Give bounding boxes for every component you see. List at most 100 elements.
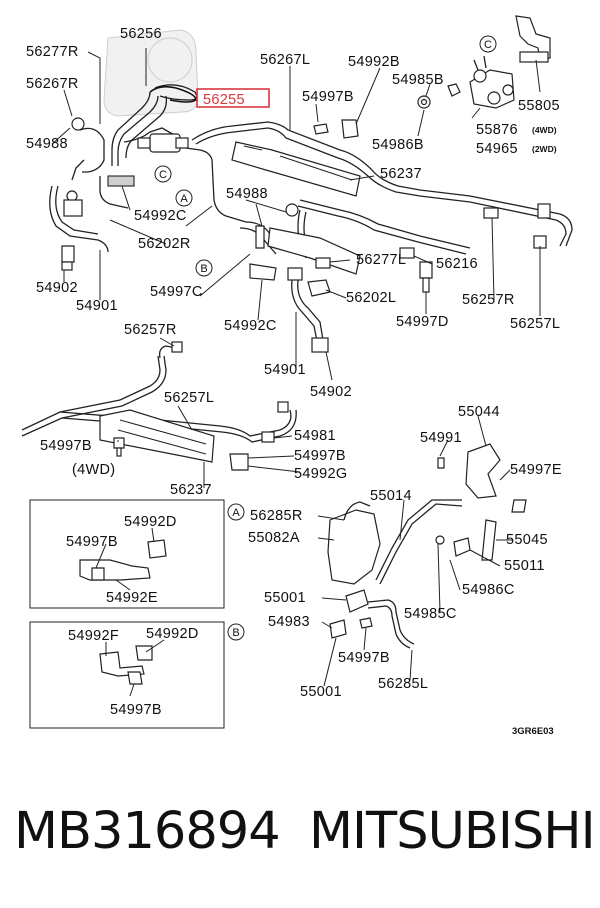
svg-text:B: B <box>232 627 239 639</box>
detail-a-bolt <box>91 567 105 581</box>
label-54997B-bottom: 54997B <box>338 650 390 666</box>
front-right-hose-fitting <box>311 337 329 353</box>
front-left-hose-fitting <box>61 245 75 263</box>
label-56257R-rear: 56257R <box>124 322 177 338</box>
clip-54991 <box>437 457 445 469</box>
clip-54981 <box>261 431 275 443</box>
label-56202R: 56202R <box>138 236 191 252</box>
label-detail-a-54992E: 54992E <box>106 590 158 606</box>
label-55014: 55014 <box>370 488 412 504</box>
label-54991: 54991 <box>420 430 462 446</box>
label-54902-top: 54902 <box>36 280 78 296</box>
bolt-54997D-shank <box>422 277 430 293</box>
label-55805: 55805 <box>518 98 560 114</box>
label-55082A: 55082A <box>248 530 300 546</box>
label-56237-rear: 56237 <box>170 482 212 498</box>
label-54985C: 54985C <box>404 606 457 622</box>
label-detail-a-54997B: 54997B <box>66 534 118 550</box>
frame-rail-56237-top <box>231 141 361 197</box>
label-55001-top: 55001 <box>264 590 306 606</box>
bolt-54997B-top <box>313 123 329 135</box>
valve-55001-a <box>345 589 369 613</box>
svg-text:A: A <box>232 507 240 519</box>
master-cylinder-reservoir <box>147 37 193 83</box>
front-left-hose-end <box>61 261 73 271</box>
bracket-55044 <box>465 443 501 499</box>
label-54997C: 54997C <box>150 284 203 300</box>
bolt-54997C <box>255 225 265 249</box>
label-56285R: 56285R <box>250 508 303 524</box>
rear-brake-pipes <box>21 345 297 443</box>
link-55011 <box>453 537 471 557</box>
valve-55001-b <box>329 619 347 639</box>
label-54901-top: 54901 <box>76 298 118 314</box>
label-54985B: 54985B <box>392 72 444 88</box>
detail-box-a <box>29 499 225 609</box>
bracket-right <box>537 203 551 219</box>
callout-a-top: A <box>175 189 193 207</box>
label-54986B: 54986B <box>372 137 424 153</box>
label-55876: 55876 <box>476 122 518 138</box>
label-54997B-top: 54997B <box>302 89 354 105</box>
part-labels: 56256 56277R 56267R 56255 56267L 54992B … <box>26 26 562 737</box>
clamp-54992G <box>229 453 249 471</box>
parts-diagram: C C A B A B 56256 56277R 56267R 56255 56… <box>21 15 573 737</box>
label-56202L: 56202L <box>346 290 396 306</box>
label-reference-code: 3GR6E03 <box>512 726 554 737</box>
label-54992B: 54992B <box>348 54 400 70</box>
clip-54992B <box>341 119 359 139</box>
svg-text:B: B <box>200 263 207 275</box>
highlight-box-56255 <box>196 88 270 108</box>
label-56267L: 56267L <box>260 52 310 68</box>
bolt-54997B-bottom <box>359 617 373 629</box>
label-54901-mid: 54901 <box>264 362 306 378</box>
union-56216 <box>399 247 415 259</box>
cable-55014 <box>375 499 462 581</box>
fitting-56257R-rear <box>171 341 183 353</box>
bracket-54992C-left <box>107 175 135 187</box>
label-54988-mid: 54988 <box>226 186 268 202</box>
label-56256: 56256 <box>120 26 162 42</box>
nut-54985C <box>435 535 445 545</box>
label-54992C-mid: 54992C <box>224 318 277 334</box>
label-55044: 55044 <box>458 404 500 420</box>
clip-54988-mid <box>285 203 299 217</box>
svg-text:C: C <box>484 39 492 51</box>
label-55001-bottom: 55001 <box>300 684 342 700</box>
main-brake-pipes <box>185 121 573 259</box>
label-54981: 54981 <box>294 428 336 444</box>
label-54986C: 54986C <box>462 582 515 598</box>
label-56257R-top: 56257R <box>462 292 515 308</box>
label-56277R: 56277R <box>26 44 79 60</box>
label-54988-top: 54988 <box>26 136 68 152</box>
label-56257L-top: 56257L <box>510 316 560 332</box>
highlighted-line-56255 <box>149 85 197 103</box>
label-4wd: (4WD) <box>72 462 115 478</box>
clip-54988-left <box>71 117 85 131</box>
brand-title: MITSUBISHI <box>309 802 596 861</box>
fitting-56257R <box>483 207 499 219</box>
bracket-54992C-mid <box>249 263 277 281</box>
front-left-hose <box>49 185 109 253</box>
part-number-title: MB316894 <box>14 802 281 861</box>
leader-lines <box>51 48 541 697</box>
label-54997E: 54997E <box>510 462 562 478</box>
label-56285L: 56285L <box>378 676 428 692</box>
label-56277L: 56277L <box>356 252 406 268</box>
frame-rail-56237-rear <box>99 409 215 463</box>
svg-text:C: C <box>159 169 167 181</box>
label-detail-b-54997B: 54997B <box>110 702 162 718</box>
label-54997B-rear-left: 54997B <box>40 438 92 454</box>
detail-a-bracket <box>79 559 151 581</box>
junction-fitting <box>175 137 189 149</box>
bolt-54997D <box>419 261 433 279</box>
hose-bracket-left <box>63 199 83 217</box>
callout-a-box: A <box>227 503 245 521</box>
svg-text:A: A <box>180 193 188 205</box>
label-detail-a-54992D: 54992D <box>124 514 177 530</box>
label-54965-note: (2WD) <box>532 144 557 154</box>
label-54965: 54965 <box>476 141 518 157</box>
callout-c-mid: C <box>154 165 172 183</box>
detail-b-clip <box>135 645 153 661</box>
callout-b-top: B <box>195 259 213 277</box>
